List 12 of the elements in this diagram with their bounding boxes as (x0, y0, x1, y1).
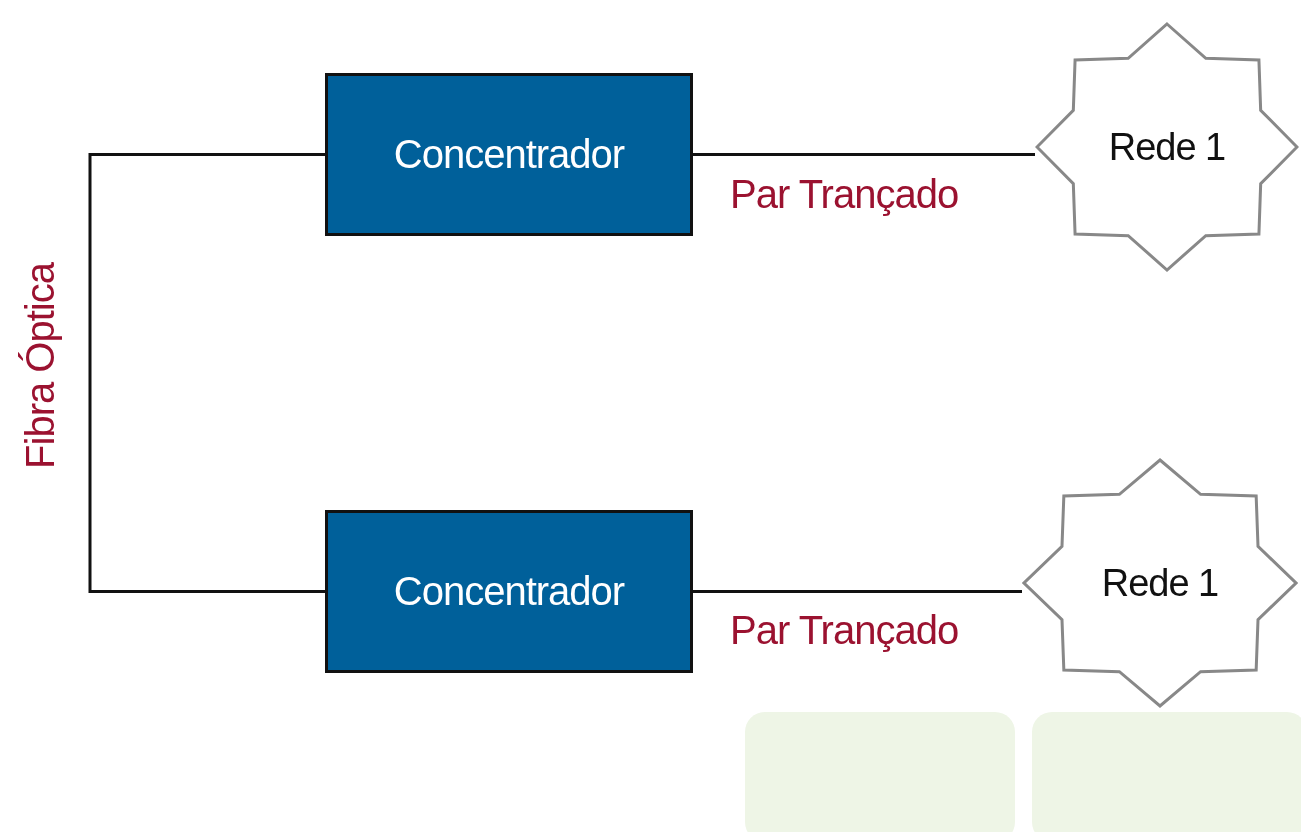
node-label: Rede 1 (1108, 125, 1226, 169)
network-star (1035, 22, 1299, 272)
connector-line (693, 590, 1022, 593)
network-star (1022, 458, 1298, 708)
hub-box (325, 73, 693, 236)
node-label: Concentrador (393, 132, 625, 177)
node-label: Rede 1 (1101, 561, 1219, 605)
edge-label: Fibra Óptica (18, 263, 62, 469)
connector-line (88, 153, 325, 593)
hub-box (325, 510, 693, 673)
connector-line (693, 153, 1035, 156)
node-label: Concentrador (393, 569, 625, 614)
